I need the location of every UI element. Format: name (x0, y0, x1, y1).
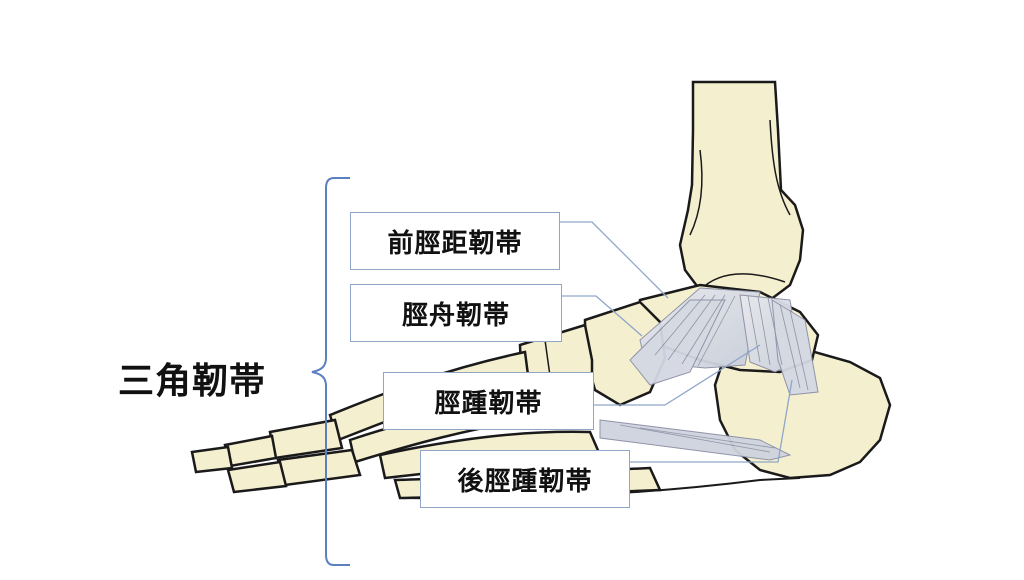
posterior-tibiocalcaneal-ligament (771, 299, 819, 396)
group-label-deltoid-ligament: 三角靭帯 (118, 361, 267, 402)
tibionavicular-ligament (629, 299, 726, 386)
leader-line (630, 379, 793, 463)
deltoid-ligament-fan (599, 287, 819, 461)
group-bracket (311, 177, 350, 566)
label-anterior-tibiotalar-ligament: 前脛距靭帯 (350, 212, 560, 270)
leader-line (594, 344, 761, 406)
phalanx-bone (190, 445, 234, 474)
phalanx-bone (223, 434, 278, 468)
leader-line (560, 221, 669, 299)
leader-line (562, 295, 643, 337)
leader-lines (560, 221, 793, 463)
label-tibiocalcaneal-ligament: 脛踵靭帯 (383, 372, 594, 430)
label-posterior-tibiocalcaneal-ligament: 後脛踵靭帯 (420, 450, 630, 508)
tibia-bone (678, 80, 805, 302)
label-tibionavicular-ligament: 脛舟靭帯 (350, 284, 562, 342)
phalanx-bone (226, 460, 288, 494)
